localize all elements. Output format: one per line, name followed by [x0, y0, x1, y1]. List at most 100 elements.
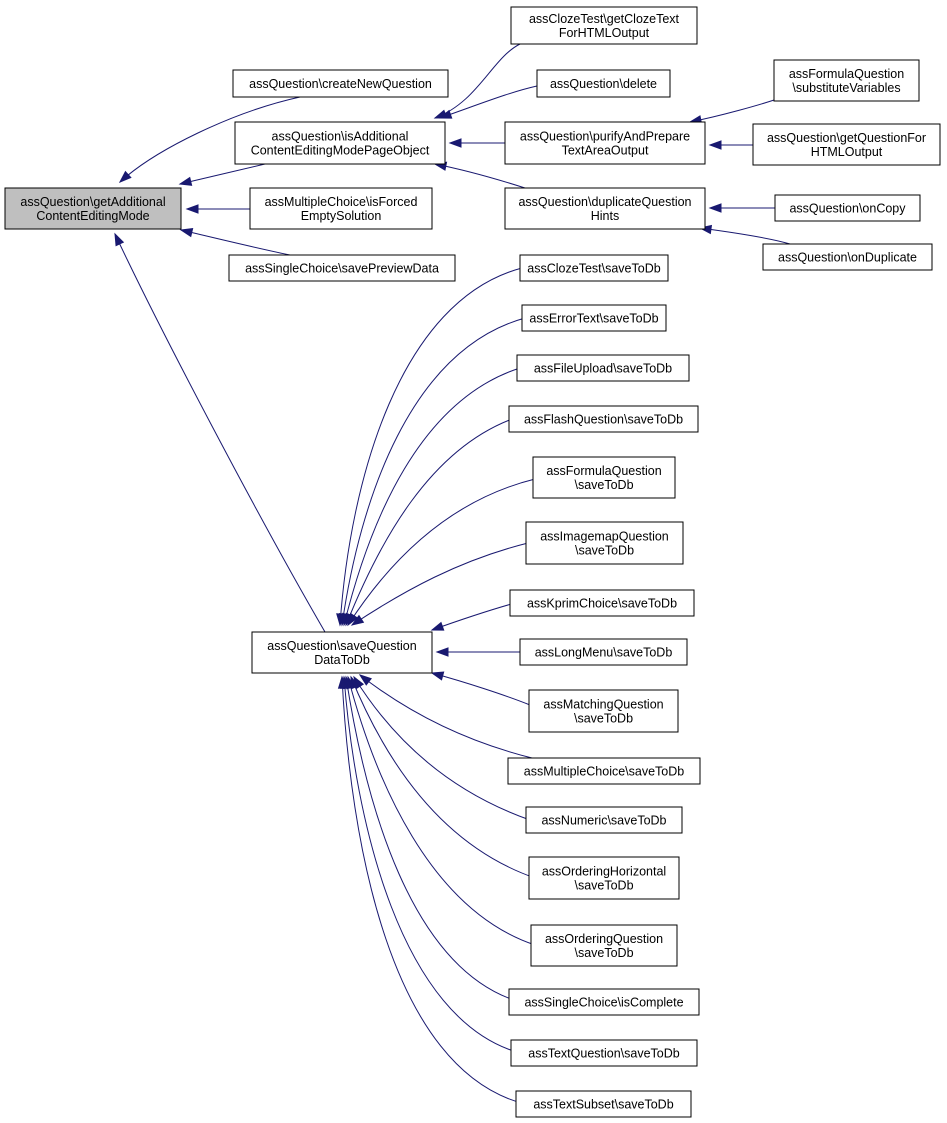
edge-errorSave-to-saveQData: [338, 317, 526, 627]
node-box: [530, 924, 678, 967]
node-label-line: \saveToDb: [574, 946, 633, 960]
edge-getQForHTML-to-purify: [708, 140, 753, 150]
node-box: [528, 689, 679, 733]
edge-purify-to-isAdditional: [448, 138, 506, 148]
arrowhead-icon: [435, 647, 449, 657]
node-box: [521, 304, 667, 332]
arrowhead-icon: [337, 675, 348, 689]
edge-line: [343, 676, 521, 1054]
node-formulaSubst[interactable]: assFormulaQuestion\substituteVariables: [773, 59, 920, 102]
node-box: [525, 806, 683, 834]
arrowhead-icon: [430, 621, 445, 631]
node-box: [762, 243, 933, 271]
node-box: [4, 187, 182, 230]
edge-line: [431, 602, 516, 631]
node-label-line: assQuestion\delete: [550, 77, 657, 91]
node-label-line: ContentEditingMode: [36, 209, 149, 223]
node-box: [251, 631, 433, 674]
edge-longmenuSave-to-saveQData: [435, 647, 520, 657]
edge-aqDelete-to-isAdditional: [438, 85, 538, 119]
edge-line: [345, 676, 521, 1003]
edge-line: [345, 418, 513, 626]
node-isAdditional[interactable]: assQuestion\isAdditionalContentEditingMo…: [234, 121, 446, 165]
node-label-line: assLongMenu\saveToDb: [535, 646, 673, 660]
node-longmenuSave[interactable]: assLongMenu\saveToDb: [519, 638, 688, 666]
node-aqDelete[interactable]: assQuestion\delete: [536, 69, 671, 98]
edge-line: [350, 676, 536, 879]
node-label-line: assQuestion\purifyAndPrepare: [520, 130, 690, 144]
arrowhead-icon: [114, 232, 125, 247]
node-label-line: assImagemapQuestion: [540, 530, 669, 544]
node-onDuplicate[interactable]: assQuestion\onDuplicate: [762, 243, 933, 271]
node-label-line: assMatchingQuestion: [543, 698, 663, 712]
node-errorSave[interactable]: assErrorText\saveToDb: [521, 304, 667, 332]
node-numericSave[interactable]: assNumeric\saveToDb: [525, 806, 683, 834]
node-createNew[interactable]: assQuestion\createNewQuestion: [232, 69, 449, 98]
node-box: [508, 405, 699, 433]
node-label-line: assMultipleChoice\isForced: [265, 195, 418, 209]
edge-matchingSave-to-saveQData: [430, 671, 531, 706]
node-label-line: TextAreaOutput: [562, 144, 649, 158]
node-box: [519, 254, 669, 282]
node-scPreview[interactable]: assSingleChoice\savePreviewData: [228, 254, 456, 282]
edge-saveQData-to-root: [114, 232, 326, 633]
edge-line: [431, 672, 531, 706]
node-ordQSave[interactable]: assOrderingQuestion\saveToDb: [530, 924, 678, 967]
node-label-line: Hints: [591, 209, 619, 223]
edge-line: [347, 478, 536, 626]
node-label-line: assFileUpload\saveToDb: [534, 362, 672, 376]
arrowhead-icon: [347, 612, 359, 627]
arrowhead-icon: [708, 203, 722, 213]
node-label-line: assOrderingQuestion: [545, 932, 663, 946]
node-textSubsetSave[interactable]: assTextSubset\saveToDb: [515, 1090, 692, 1118]
node-formulaSave[interactable]: assFormulaQuestion\saveToDb: [532, 456, 676, 499]
arrowhead-icon: [448, 138, 462, 148]
node-imagemapSave[interactable]: assImagemapQuestion\saveToDb: [525, 521, 684, 565]
node-clozeSave[interactable]: assClozeTest\saveToDb: [519, 254, 669, 282]
node-box: [528, 856, 680, 900]
node-label-line: assQuestion\duplicateQuestion: [518, 195, 691, 209]
node-mcSave[interactable]: assMultipleChoice\saveToDb: [507, 757, 701, 785]
node-label-line: assOrderingHorizontal: [542, 865, 666, 879]
node-flashSave[interactable]: assFlashQuestion\saveToDb: [508, 405, 699, 433]
node-ordHorizSave[interactable]: assOrderingHorizontal\saveToDb: [528, 856, 680, 900]
node-box: [504, 187, 706, 230]
node-box: [507, 757, 701, 785]
node-textQSave[interactable]: assTextQuestion\saveToDb: [510, 1039, 698, 1067]
node-purify[interactable]: assQuestion\purifyAndPrepareTextAreaOutp…: [504, 121, 706, 165]
edge-flashSave-to-saveQData: [345, 418, 513, 627]
node-kprimSave[interactable]: assKprimChoice\saveToDb: [509, 589, 695, 617]
node-label-line: \saveToDb: [574, 478, 633, 492]
node-box: [232, 69, 449, 98]
node-label-line: assQuestion\getAdditional: [20, 195, 165, 209]
edge-dupHints-to-isAdditional: [433, 161, 526, 189]
edge-formulaSubst-to-purify: [688, 97, 781, 125]
arrowhead-icon: [179, 228, 194, 238]
node-box: [532, 456, 676, 499]
node-onCopy[interactable]: assQuestion\onCopy: [774, 194, 921, 222]
node-box: [228, 254, 456, 282]
edge-onDuplicate-to-dupHints: [698, 224, 791, 245]
node-box: [509, 589, 695, 617]
node-matchingSave[interactable]: assMatchingQuestion\saveToDb: [528, 689, 679, 733]
node-root[interactable]: assQuestion\getAdditionalContentEditingM…: [4, 187, 182, 230]
node-label-line: assTextSubset\saveToDb: [533, 1098, 673, 1112]
node-box: [774, 194, 921, 222]
node-box: [234, 121, 446, 165]
edge-formulaSave-to-saveQData: [347, 478, 536, 627]
node-label-line: assFlashQuestion\saveToDb: [524, 413, 683, 427]
edge-line: [351, 542, 529, 626]
node-label-line: assClozeTest\saveToDb: [527, 262, 660, 276]
node-fileSave[interactable]: assFileUpload\saveToDb: [516, 354, 690, 382]
arrowhead-icon: [185, 204, 199, 214]
node-label-line: assQuestion\getQuestionFor: [767, 131, 926, 145]
node-label-line: \saveToDb: [575, 544, 634, 558]
node-box: [504, 121, 706, 165]
node-scComplete[interactable]: assSingleChoice\isComplete: [508, 988, 700, 1016]
